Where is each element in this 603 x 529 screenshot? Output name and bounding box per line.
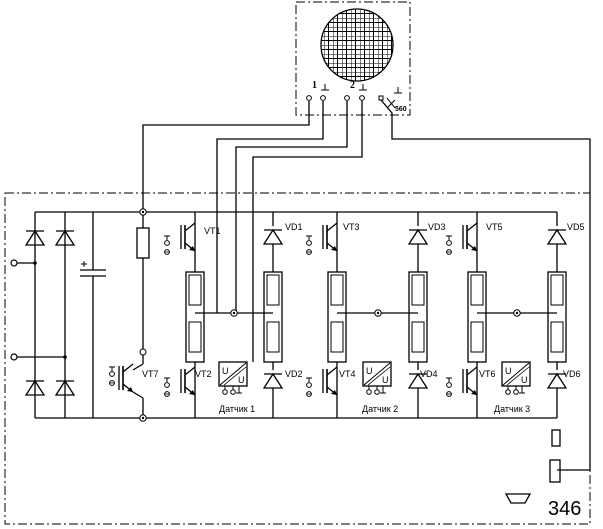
sensor-1-u-out: U: [238, 375, 245, 385]
display-pins: [306, 95, 384, 101]
label-sensor-2: Датчик 2: [362, 404, 398, 414]
wire-pin1a: [142, 101, 310, 212]
sensor-3-u-out: U: [521, 375, 528, 385]
figure-number: 346: [548, 498, 581, 520]
pin-2-label: 2: [350, 80, 355, 91]
label-vt4: VT4: [339, 369, 356, 379]
transistor-vt6: [462, 366, 478, 396]
sensor-2-u-out: U: [382, 375, 389, 385]
wire-pin2b: [252, 101, 363, 362]
label-vd6: VD6: [563, 369, 581, 379]
brake-resistor: [136, 227, 150, 259]
phase-leg-c: [445, 212, 567, 418]
inverter-enclosure: [4, 192, 591, 525]
diode-vd1: [263, 229, 283, 245]
connector-bottom: [549, 459, 561, 483]
connector-top: [551, 429, 561, 447]
phase-leg-b: [305, 212, 428, 418]
label-vd3: VD3: [428, 222, 446, 232]
display-code: 560: [395, 106, 407, 113]
wire-pin1b: [216, 101, 324, 313]
label-vt7: VT7: [142, 369, 159, 379]
label-sensor-3: Датчик 3: [494, 404, 530, 414]
label-vd5: VD5: [567, 222, 585, 232]
transistor-vt4: [322, 366, 338, 396]
label-vt1: VT1: [204, 226, 221, 236]
label-vt5: VT5: [486, 222, 503, 232]
diode-vd2: [263, 373, 283, 389]
ac-input-terminal-1: [10, 259, 18, 267]
label-sensor-1: Датчик 1: [219, 404, 255, 414]
label-vt3: VT3: [343, 222, 360, 232]
diode-vd3: [408, 229, 428, 245]
label-vt2: VT2: [195, 369, 212, 379]
display-box: [295, 1, 411, 116]
connector-plug: [504, 493, 532, 504]
label-vd2: VD2: [285, 369, 303, 379]
label-vd4: VD4: [420, 369, 438, 379]
display-screen: [320, 8, 394, 82]
transistor-vt5: [462, 222, 478, 252]
transistor-vt2: [180, 366, 196, 396]
transistor-vt7: [118, 363, 134, 393]
label-vt6: VT6: [479, 369, 496, 379]
wire-shield: [380, 99, 591, 471]
sensor-2-u-in: U: [366, 366, 373, 376]
sensor-3-u-in: U: [505, 366, 512, 376]
wire-pin2a: [235, 101, 348, 313]
label-vd1: VD1: [285, 222, 303, 232]
sensor-1-u-in: U: [222, 366, 229, 376]
transistor-vt1: [180, 222, 196, 252]
transistor-vt3: [322, 222, 338, 252]
ac-input-terminal-2: [10, 353, 18, 361]
pin-1-label: 1: [312, 80, 317, 91]
phase-leg-a: [163, 212, 283, 418]
diode-vd5: [547, 229, 567, 245]
